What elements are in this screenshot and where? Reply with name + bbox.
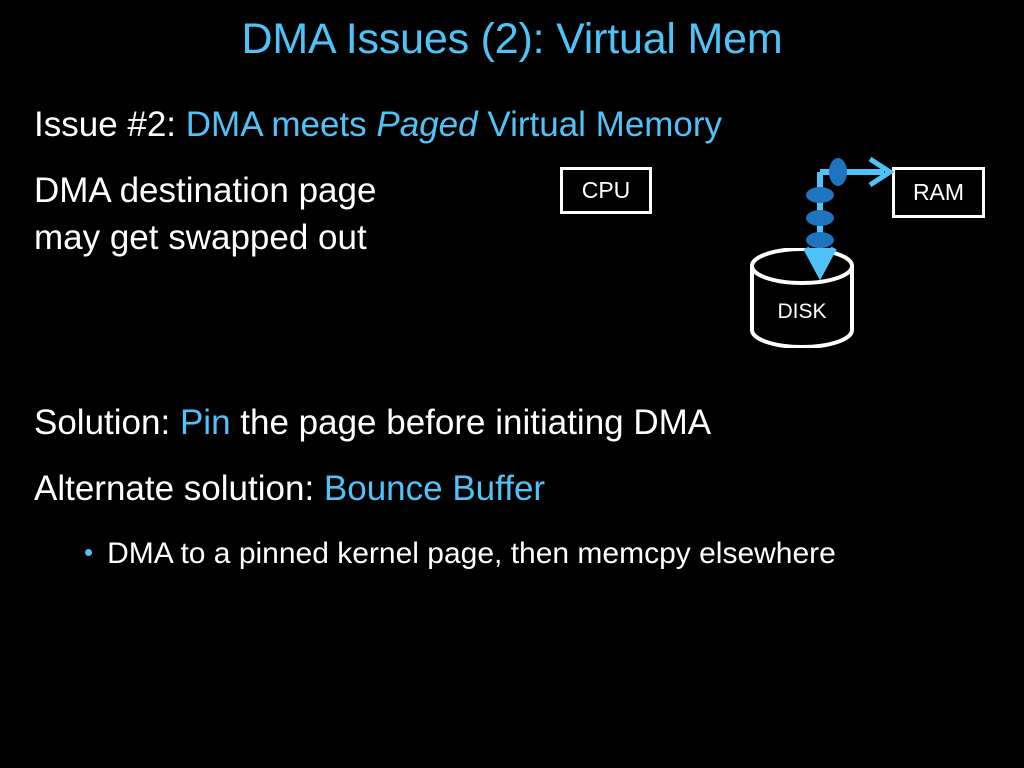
page-transfer-arrows xyxy=(803,156,895,281)
primary-solution-line: Solution: Pin the page before initiating… xyxy=(34,400,934,446)
primary-solution-label: Solution: xyxy=(34,403,171,442)
alternate-solution-line: Alternate solution: Bounce Buffer xyxy=(34,466,934,512)
alternate-solution-label: Alternate solution: xyxy=(34,468,315,508)
lead-label: Issue #2: xyxy=(34,105,177,144)
lead-topic-emphasis: Paged xyxy=(376,105,478,144)
solutions-block: Solution: Pin the page before initiating… xyxy=(34,400,934,531)
page-dot xyxy=(806,210,834,226)
bullet-marker-icon: • xyxy=(84,537,94,567)
page-dot xyxy=(806,232,834,248)
cpu-node-label: CPU xyxy=(581,177,631,203)
lead-statement: Issue #2: DMA meets Paged Virtual Memory xyxy=(34,102,894,154)
lead-topic-suffix: Virtual Memory xyxy=(487,105,723,144)
cpu-node: CPU xyxy=(560,167,652,214)
ram-node: RAM xyxy=(892,167,985,218)
page-dot xyxy=(806,187,834,203)
problem-line-2: may get swapped out xyxy=(34,217,367,257)
arrow-head-down-fill xyxy=(806,248,834,274)
lead-line: Issue #2: DMA meets Paged Virtual Memory xyxy=(34,102,894,148)
arrow-head-right-icon xyxy=(868,156,895,188)
ram-node-label: RAM xyxy=(912,179,965,205)
dma-paging-diagram: CPU RAM DISK xyxy=(540,150,1010,365)
problem-line-1: DMA destination page xyxy=(34,171,377,210)
lead-topic-prefix: DMA meets xyxy=(185,105,367,144)
alternate-solution-keyword: Bounce Buffer xyxy=(323,468,546,508)
list-item: • DMA to a pinned kernel page, then memc… xyxy=(84,530,874,578)
page-dot-in-transit xyxy=(829,158,847,186)
bullet-item-label: DMA to a pinned kernel page, then memcpy… xyxy=(107,537,836,570)
page-title: DMA Issues (2): Virtual Mem xyxy=(241,15,783,63)
primary-solution-rest: the page before initiating DMA xyxy=(240,403,712,442)
primary-solution-keyword: Pin xyxy=(179,403,231,442)
problem-statement: DMA destination page may get swapped out xyxy=(34,168,504,261)
